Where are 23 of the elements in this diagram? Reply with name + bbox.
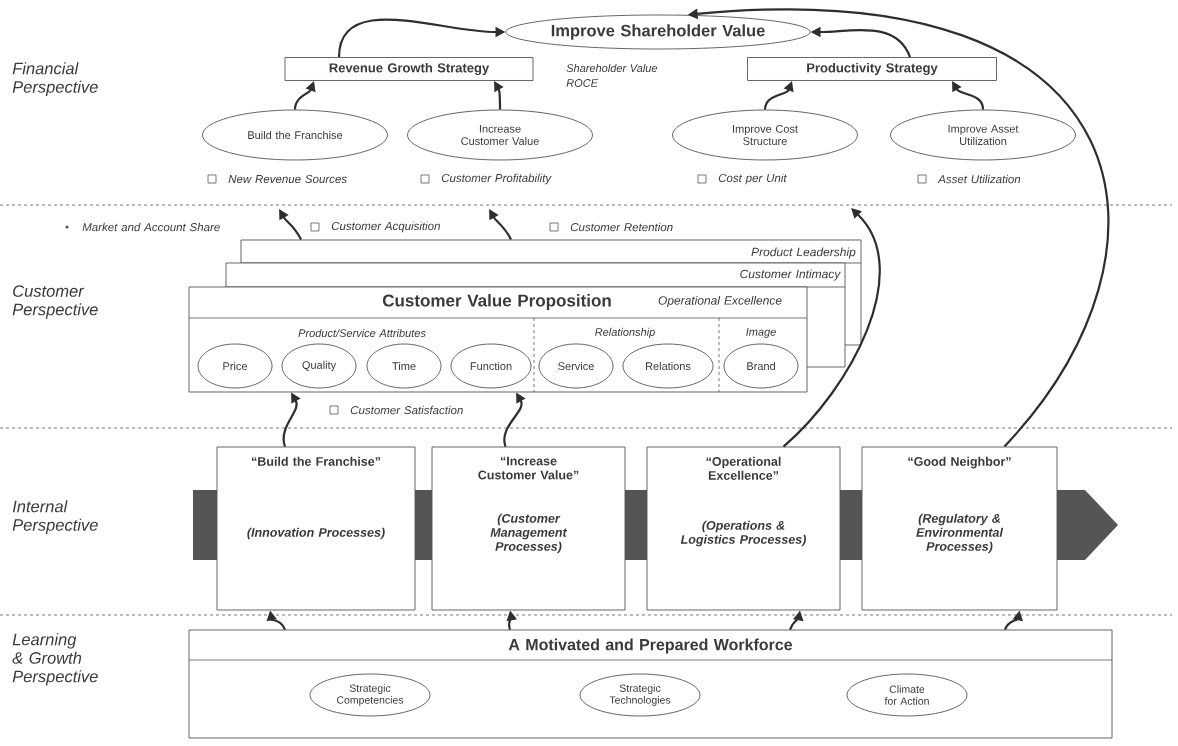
process-box: “Operational Excellence” (Operations & Logistics Processes) [646, 446, 841, 611]
strategy-box: Revenue Growth Strategy [284, 57, 534, 81]
arrow [782, 208, 881, 448]
process-box: “Good Neighbor” (Regulatory & Environmental Processes) [861, 446, 1058, 611]
measure-label: Customer Satisfaction [350, 405, 463, 415]
process-box: “Build the Franchise” (Innovation Processes) [216, 446, 416, 611]
measure-label: Asset Utilization [937, 174, 1021, 184]
measure-label: Customer Retention [570, 222, 673, 232]
perspective-label: Internal Perspective [12, 500, 98, 535]
perspective-label: Customer Perspective [12, 285, 98, 319]
measure-label: Shareholder Value [566, 63, 658, 73]
perspective-label: Learning & Growth Perspective [12, 633, 98, 686]
measure-label: Customer Profitability [441, 173, 552, 185]
measure-label: Customer Acquisition [331, 221, 440, 233]
measure-label: Cost per Unit [718, 173, 787, 185]
stacked-panel: Customer Intimacy [225, 262, 846, 288]
stacked-panel: Product Leadership [240, 239, 862, 264]
measure-label: New Revenue Sources [228, 174, 347, 184]
strategy-box: Productivity Strategy [747, 57, 997, 81]
measure-label: Market and Account Share [82, 222, 220, 232]
perspective-label: Financial Perspective [12, 62, 98, 97]
process-box: “Increase Customer Value” (Customer Management Processes) [431, 446, 626, 611]
measure-label: ROCE [566, 79, 599, 87]
